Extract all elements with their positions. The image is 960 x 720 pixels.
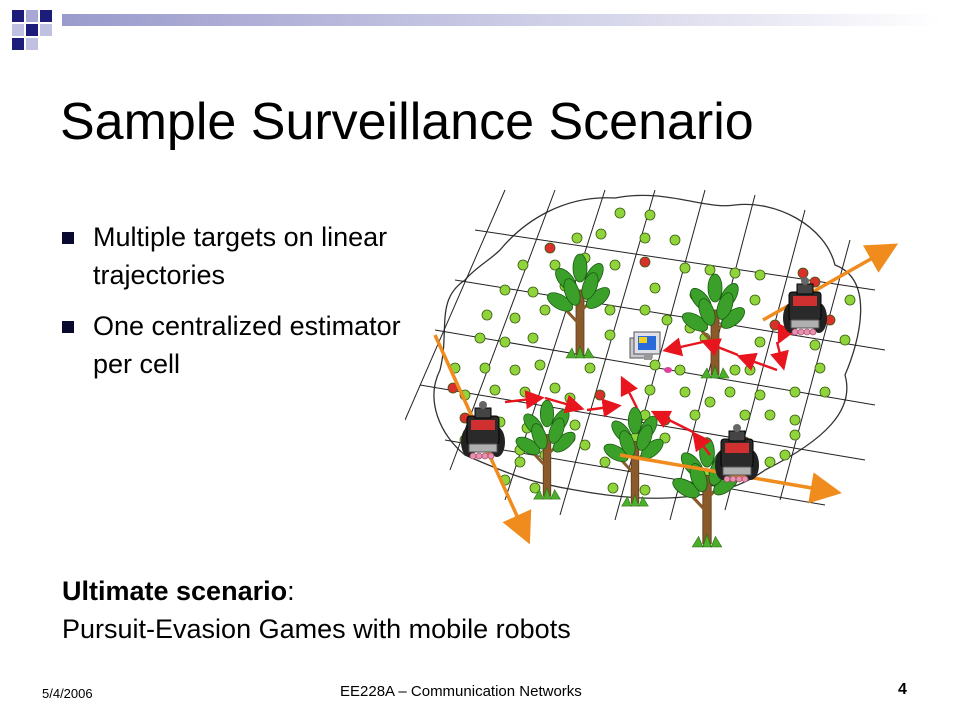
sensor-node xyxy=(514,456,526,468)
footer-date: 5/4/2006 xyxy=(42,686,93,701)
sensor-node xyxy=(614,207,626,219)
bullet-list: Multiple targets on linear trajectories … xyxy=(60,218,420,396)
sensor-node xyxy=(754,336,766,348)
sensor-node xyxy=(609,259,621,271)
bullet-text: Multiple targets on linear trajectories xyxy=(93,222,388,290)
sensor-node xyxy=(549,382,561,394)
sensor-node xyxy=(729,364,741,376)
sensor-node xyxy=(539,304,551,316)
sensor-node xyxy=(499,284,511,296)
sensor-node xyxy=(649,282,661,294)
bullet-item: One centralized estimator per cell xyxy=(60,307,420,383)
sensor-node xyxy=(509,364,521,376)
sensor-node xyxy=(729,267,741,279)
sensor-node xyxy=(644,384,656,396)
computer-icon xyxy=(629,331,672,373)
sensor-node-active xyxy=(544,242,556,254)
sensor-node xyxy=(584,362,596,374)
sensor-node xyxy=(479,362,491,374)
sensor-node xyxy=(499,336,511,348)
bullet-text: One centralized estimator per cell xyxy=(93,311,401,379)
bullet-item: Multiple targets on linear trajectories xyxy=(60,218,420,294)
sensor-node xyxy=(839,334,851,346)
sensor-node xyxy=(599,456,611,468)
sensor-node-active xyxy=(797,267,809,279)
sensor-node xyxy=(764,456,776,468)
sensor-node xyxy=(844,294,856,306)
sensor-node xyxy=(789,414,801,426)
sensor-node xyxy=(595,228,607,240)
sensor-node xyxy=(739,409,751,421)
sensor-node xyxy=(689,409,701,421)
sensor-node xyxy=(754,389,766,401)
sensor-node xyxy=(814,362,826,374)
robot-icon xyxy=(783,277,827,336)
sensor-node xyxy=(529,482,541,494)
sensor-node xyxy=(779,449,791,461)
sensor-node xyxy=(704,396,716,408)
sensor-node xyxy=(724,386,736,398)
ultimate-colon: : xyxy=(287,576,295,606)
sensor-node xyxy=(764,409,776,421)
sensor-node xyxy=(649,359,661,371)
sensor-node xyxy=(604,304,616,316)
sensor-node xyxy=(489,384,501,396)
sensor-node xyxy=(571,232,583,244)
sensor-node xyxy=(474,332,486,344)
sensor-node xyxy=(679,386,691,398)
header-decoration xyxy=(12,10,942,50)
sensor-node xyxy=(661,314,673,326)
sensor-node xyxy=(517,259,529,271)
tree-icon xyxy=(515,399,576,500)
tree-icon xyxy=(603,406,664,507)
surveillance-field-illustration xyxy=(405,189,899,548)
footer-course: EE228A – Communication Networks xyxy=(340,683,582,700)
sensor-node-active xyxy=(639,256,651,268)
page-number: 4 xyxy=(898,681,907,698)
sensor-node xyxy=(569,419,581,431)
sensor-node xyxy=(519,386,531,398)
sensor-node xyxy=(639,232,651,244)
square-bullet-icon xyxy=(62,321,74,333)
sensor-node xyxy=(527,332,539,344)
sensor-node xyxy=(579,439,591,451)
tree-icon xyxy=(546,253,611,359)
sensor-node xyxy=(704,264,716,276)
sensor-node xyxy=(749,294,761,306)
sensor-node xyxy=(644,209,656,221)
sensor-node xyxy=(527,286,539,298)
sensor-node xyxy=(679,262,691,274)
sensor-node xyxy=(639,484,651,496)
ultimate-text: Pursuit-Evasion Games with mobile robots xyxy=(62,614,571,644)
sensor-node xyxy=(754,269,766,281)
sensor-node xyxy=(534,359,546,371)
sensor-node xyxy=(669,234,681,246)
mobile-robots xyxy=(461,277,827,483)
sensor-node xyxy=(509,312,521,324)
slide-title: Sample Surveillance Scenario xyxy=(60,93,754,151)
sensor-node xyxy=(564,392,576,404)
sensor-node xyxy=(789,386,801,398)
sensor-node-active xyxy=(594,389,606,401)
sensor-node xyxy=(744,364,756,376)
sensor-node xyxy=(607,482,619,494)
sensor-node-active xyxy=(769,319,781,331)
sensor-node xyxy=(674,364,686,376)
square-bullet-icon xyxy=(62,232,74,244)
robot-icon xyxy=(461,401,505,460)
sensor-node xyxy=(604,329,616,341)
sensor-node xyxy=(809,339,821,351)
sensor-node xyxy=(481,309,493,321)
sensor-node xyxy=(789,429,801,441)
sensor-node xyxy=(639,304,651,316)
sensor-node xyxy=(819,386,831,398)
ultimate-scenario: Ultimate scenario: Pursuit-Evasion Games… xyxy=(62,572,571,648)
robot-icon xyxy=(715,424,759,483)
message-arrows xyxy=(504,319,796,456)
sensor-node xyxy=(549,259,561,271)
ultimate-lead: Ultimate scenario xyxy=(62,576,288,606)
